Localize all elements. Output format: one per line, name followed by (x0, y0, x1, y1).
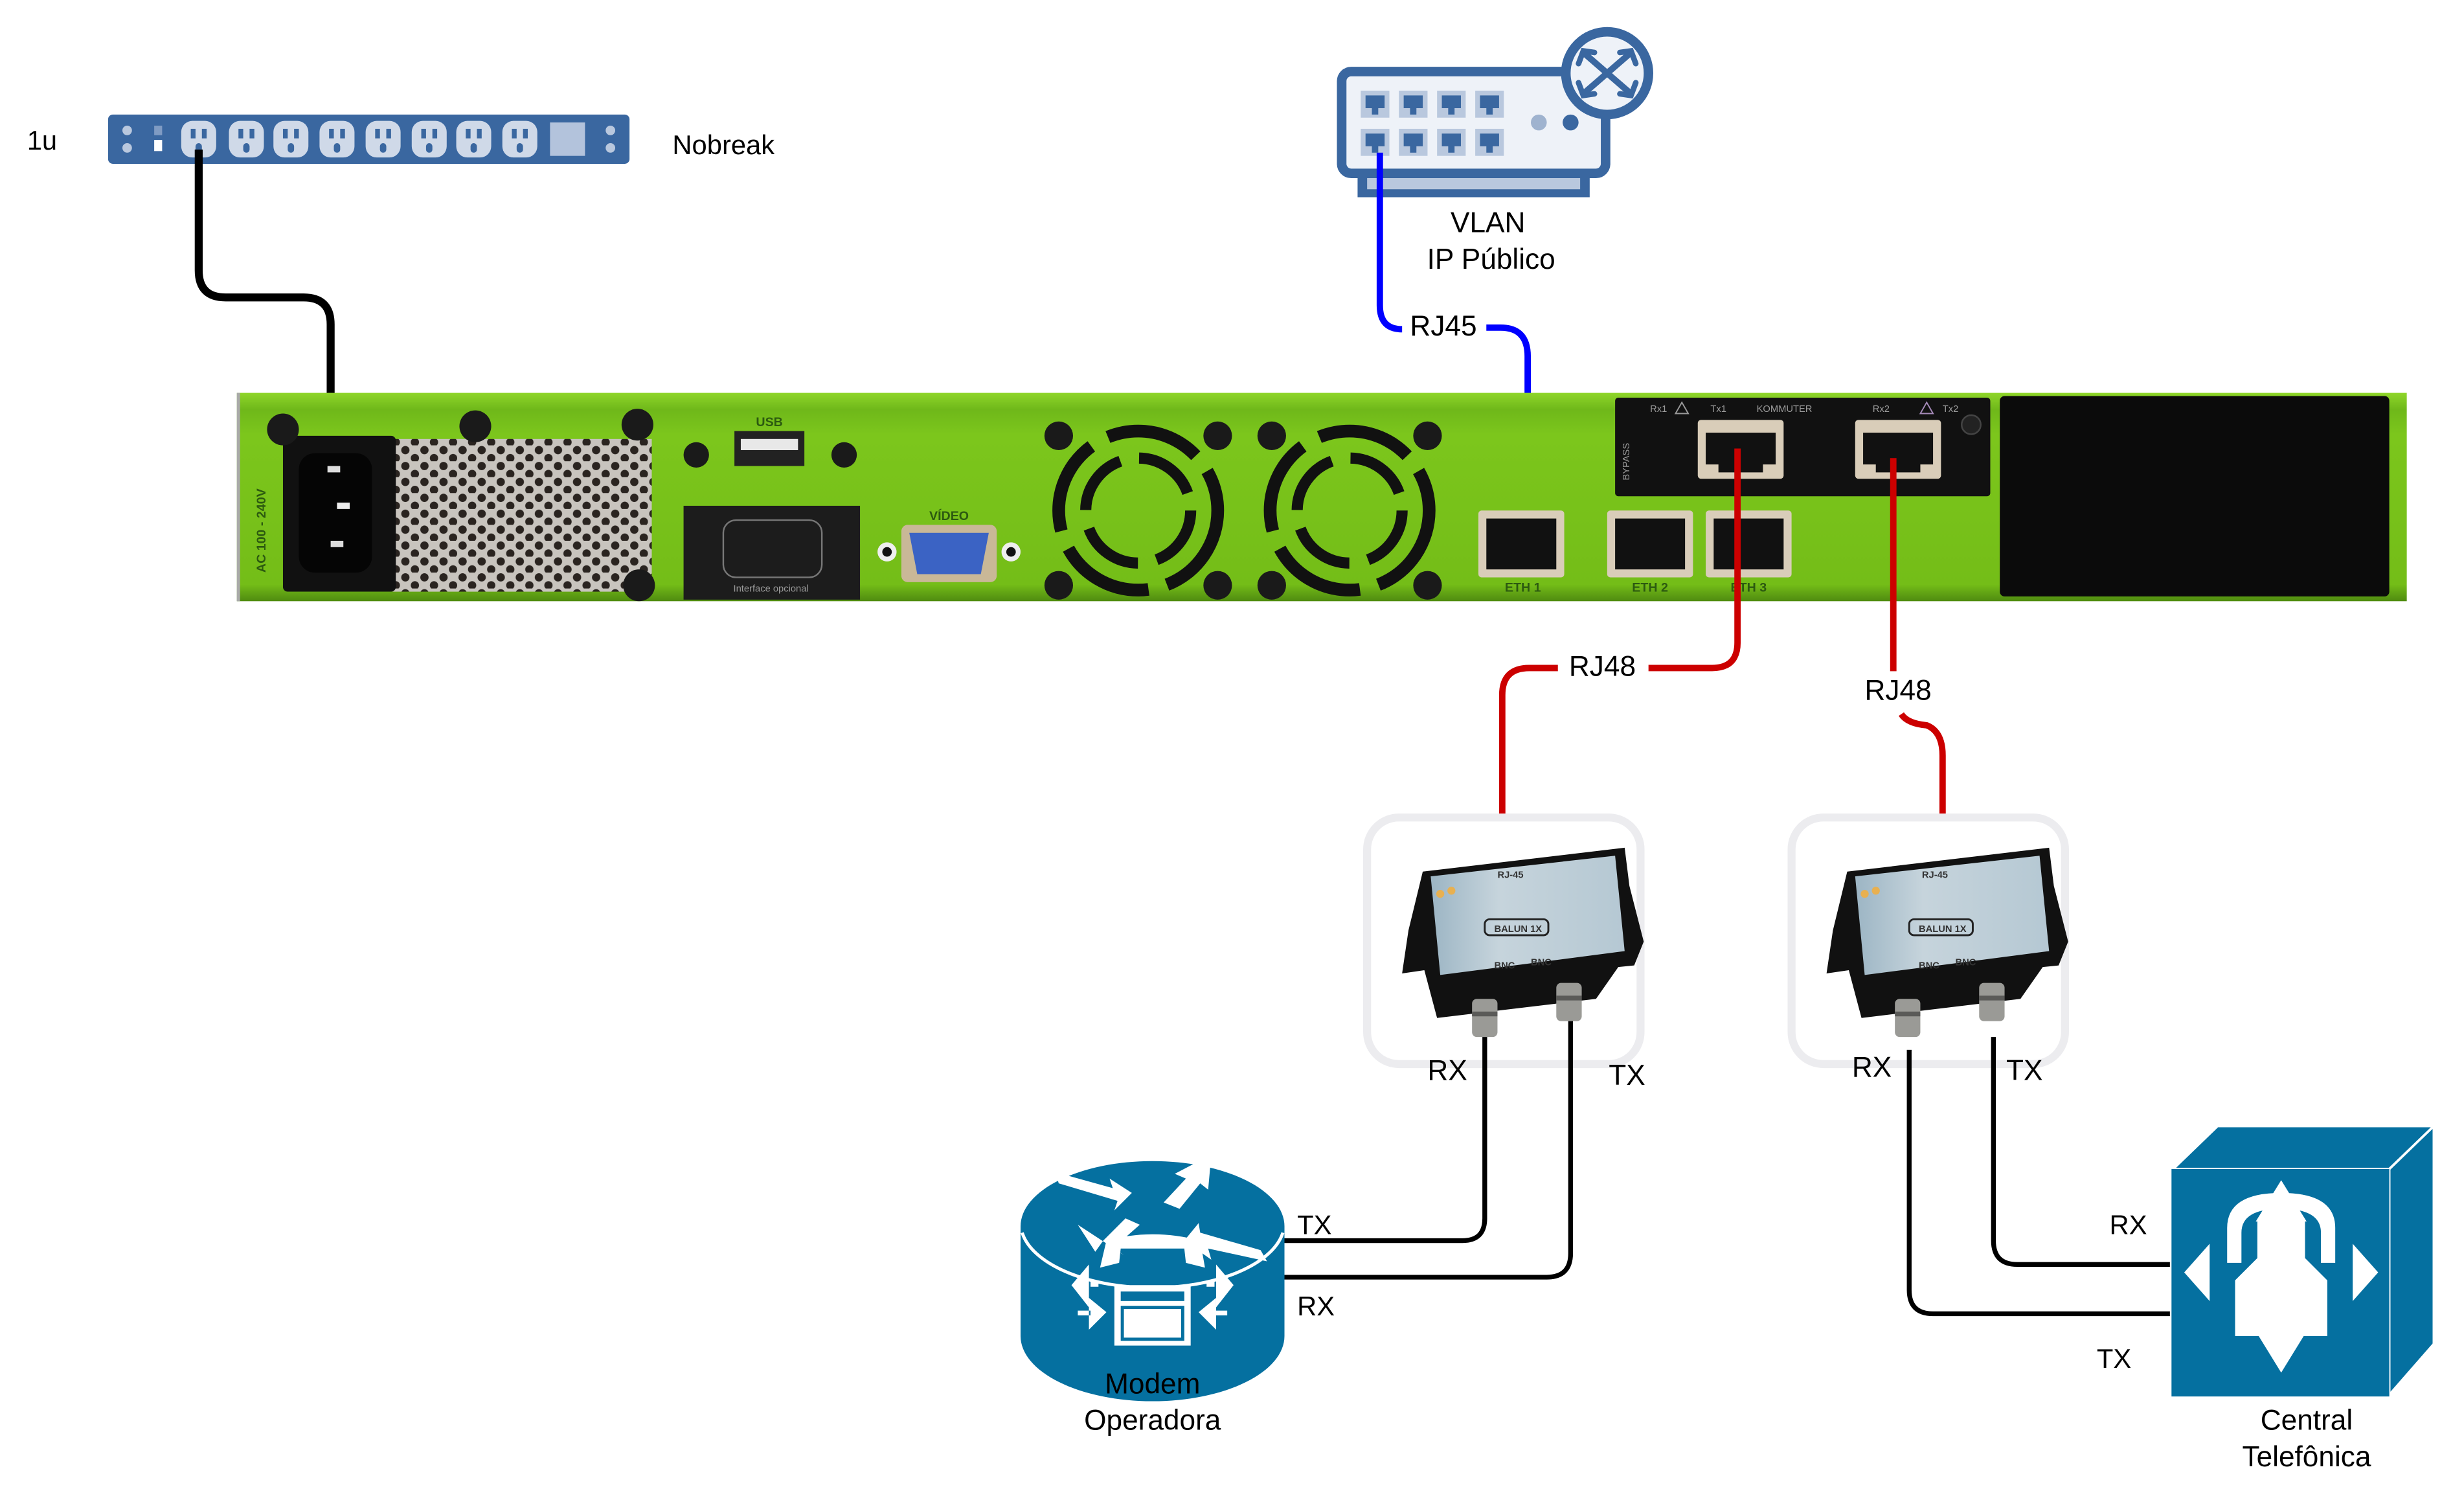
modem-operadora[interactable]: TX RX Modem Operadora (1021, 1154, 1335, 1437)
optional-panel: Interface opcional (683, 505, 861, 600)
outlet-icons (181, 120, 537, 158)
modem-tx-label: TX (1297, 1210, 1331, 1240)
ethernet-port-icon (1399, 90, 1428, 118)
video-label: VÍDEO (929, 508, 969, 523)
switch-ports (1361, 90, 1504, 156)
rj48-cable-left[interactable]: RJ48 (1498, 448, 1741, 851)
balun-bnc-label: BNC (1531, 958, 1552, 968)
usb-label: USB (756, 415, 782, 429)
vga-port[interactable] (877, 525, 1021, 582)
nobreak-display (550, 122, 585, 156)
fan-grille-icon (1052, 424, 1225, 596)
blank-expansion-panel (2000, 396, 2390, 596)
bnc-connector-icon (1472, 999, 1498, 1038)
nobreak-screw (605, 143, 616, 153)
switch-led (1531, 114, 1547, 131)
balun-left[interactable]: BALUN 1X RJ-45 BNC BNC (1363, 813, 1645, 1069)
modem-rx-label: RX (1297, 1291, 1335, 1321)
pbx-label-line2: Telefônica (2242, 1441, 2371, 1473)
balun-left-rx-label: RX (1427, 1054, 1467, 1086)
kommuter-module: Rx1 Tx1 KOMMUTER Rx2 Tx2 BYPASS (1615, 397, 1991, 497)
switch-label-line1: VLAN (1451, 207, 1525, 239)
rj48-label-left: RJ48 (1569, 651, 1636, 683)
nobreak[interactable]: 1u Nobreak (27, 114, 775, 164)
kommuter-port-2[interactable] (1855, 420, 1941, 479)
balun-right-tx-label: TX (2006, 1054, 2042, 1086)
kommuter-tx2-label: Tx2 (1943, 404, 1959, 415)
coax-cable-balun-left-rx[interactable] (1281, 1037, 1487, 1244)
fan-grille-icon (1263, 424, 1436, 596)
rj45-cable[interactable]: RJ45 (1376, 152, 1532, 535)
modem-label-line2: Operadora (1084, 1405, 1221, 1437)
outlet-icon (273, 120, 309, 158)
rj48-label-right: RJ48 (1865, 675, 1932, 707)
switch-led (1563, 114, 1579, 131)
balun-model-label: BALUN 1X (1495, 924, 1543, 935)
ethernet-port-icon (1399, 128, 1428, 156)
rj45-label: RJ45 (1410, 310, 1476, 342)
switch-label-line2: IP Público (1427, 244, 1555, 275)
ethernet-port-icon (1475, 128, 1504, 156)
outlet-icon (365, 120, 401, 158)
pbx-rx-label: RX (2110, 1210, 2147, 1240)
nobreak-leds (122, 126, 163, 153)
kommuter-tx1-label: Tx1 (1710, 404, 1726, 415)
balun-bnc-label: BNC (1919, 961, 1939, 971)
bnc-connector-icon (1979, 983, 2005, 1021)
coax-cable-balun-left-tx[interactable] (1281, 1021, 1574, 1280)
coax-cable-balun-right-rx[interactable] (1906, 1049, 2170, 1317)
warning-icon (1674, 401, 1690, 415)
psu-mesh (392, 438, 652, 592)
ethernet-port-icon (1475, 90, 1504, 118)
bnc-connector-icon (1556, 983, 1582, 1021)
nobreak-label: Nobreak (672, 130, 774, 160)
screw-icons (267, 409, 1442, 602)
modem-label-line1: Modem (1105, 1368, 1200, 1400)
outlet-icon (456, 120, 492, 158)
balun-rj45-label: RJ-45 (1497, 870, 1523, 881)
balun-model-label: BALUN 1X (1919, 924, 1967, 935)
ethernet-port-icon (1437, 90, 1466, 118)
router-voice-icon (1021, 1154, 1285, 1402)
usb-port[interactable] (734, 431, 805, 466)
rj48-cable-right[interactable]: RJ48 (1865, 458, 1946, 851)
ethernet-port-icon (1361, 128, 1390, 156)
balun-bnc-label: BNC (1495, 961, 1515, 971)
balun-rj45-label: RJ-45 (1922, 870, 1948, 881)
pbx-phone-icon (2170, 1123, 2437, 1398)
kommuter-bypass-label: BYPASS (1622, 443, 1632, 481)
balun-right[interactable]: BALUN 1X RJ-45 BNC BNC (1787, 813, 2069, 1069)
ethernet-port-icon (1437, 128, 1466, 156)
kommuter-rx1-label: Rx1 (1650, 404, 1667, 415)
outlet-icon (502, 120, 537, 158)
eth-port-label: ETH 1 (1505, 581, 1541, 595)
outlet-icon (319, 120, 355, 158)
vlan-switch[interactable]: VLAN IP Público (1337, 27, 1654, 275)
switch-crossing-arrows-icon (1561, 27, 1654, 120)
warning-icon (1919, 401, 1934, 415)
power-rating-label: AC 100 - 240V (254, 488, 269, 573)
power-cable[interactable] (194, 149, 335, 462)
optional-panel-label: Interface opcional (734, 584, 809, 595)
outlet-icon (411, 120, 447, 158)
ethernet-port-icon (1361, 90, 1390, 118)
pbx-label-line1: Central (2261, 1405, 2353, 1437)
outlet-icon (229, 120, 264, 158)
eth-port-2[interactable]: ETH 2 (1607, 510, 1693, 595)
rack-units-label: 1u (27, 125, 57, 155)
central-telefonica[interactable]: RX TX Central Telefônica (2097, 1123, 2437, 1473)
pbx-tx-label: TX (2097, 1343, 2131, 1374)
eth-port-label: ETH 2 (1632, 581, 1668, 595)
balun-right-rx-label: RX (1852, 1052, 1892, 1084)
kommuter-title: KOMMUTER (1757, 404, 1813, 415)
bnc-connector-icon (1895, 999, 1921, 1038)
nobreak-screw (605, 126, 616, 135)
balun-left-tx-label: TX (1609, 1060, 1645, 1091)
balun-bnc-label: BNC (1955, 958, 1976, 968)
eth-port-1[interactable]: ETH 1 (1478, 510, 1565, 595)
coax-cable-balun-right-tx[interactable] (1991, 1037, 2170, 1267)
kommuter-rx2-label: Rx2 (1873, 404, 1890, 415)
main-device: AC 100 - 240V USB Interface o (236, 392, 2407, 602)
